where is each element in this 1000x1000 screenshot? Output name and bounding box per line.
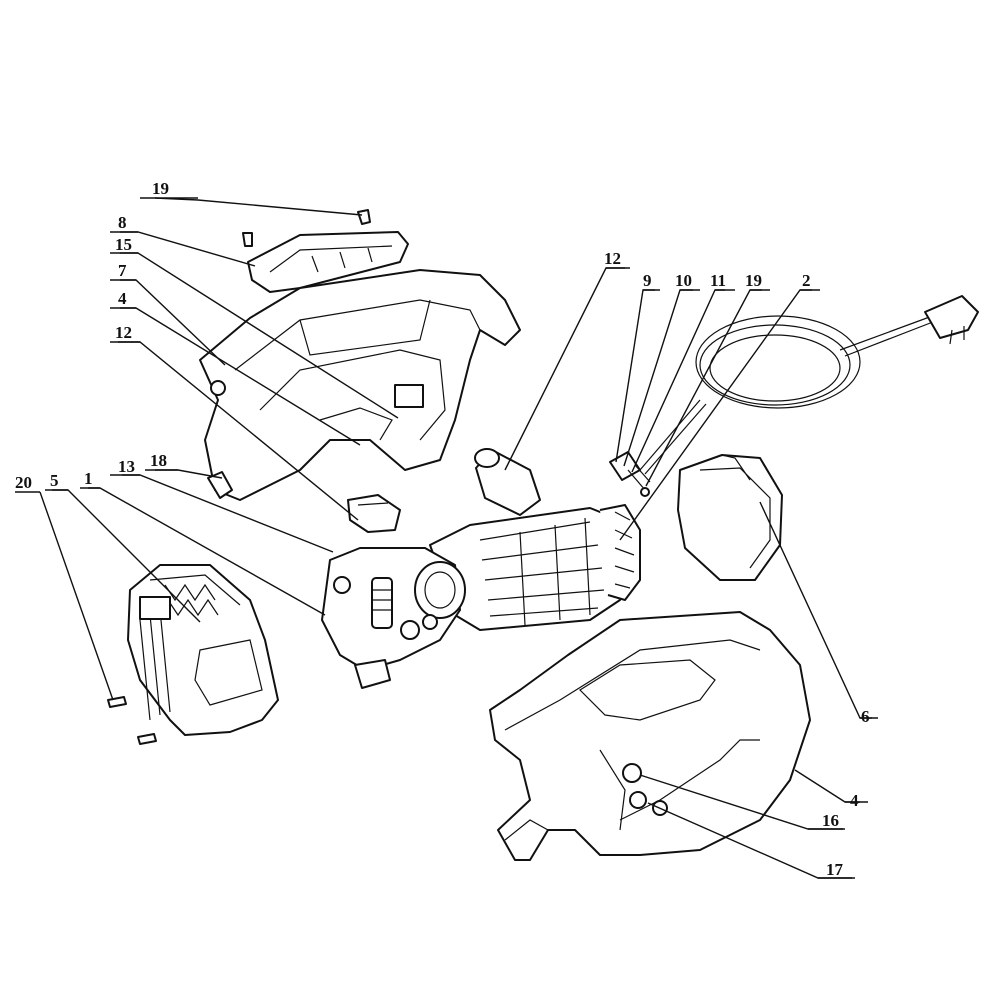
part-upper-housing	[199, 269, 521, 501]
callout-4-right: 4	[850, 791, 859, 810]
callout-15: 15	[115, 235, 132, 254]
leader-10	[623, 289, 693, 467]
leader-20	[39, 491, 114, 701]
part-handle-cover	[247, 231, 409, 293]
callout-5: 5	[50, 471, 59, 490]
callout-labels: 19 8 15 7 4 12 18 13 20 5 1 12 9 10 11 1…	[15, 179, 870, 879]
leader-19-top	[154, 197, 363, 216]
callout-19-right: 19	[745, 271, 762, 290]
callout-10: 10	[675, 271, 692, 290]
leader-9	[615, 289, 655, 463]
leader-lines	[15, 197, 878, 879]
part-screw-18	[207, 471, 233, 499]
leader-12-top	[504, 267, 625, 471]
callout-9: 9	[643, 271, 652, 290]
callout-1: 1	[84, 469, 93, 488]
callout-18: 18	[150, 451, 167, 470]
callout-17: 17	[826, 860, 844, 879]
callout-12-left: 12	[115, 323, 132, 342]
callout-8: 8	[118, 213, 127, 232]
part-screw-top	[242, 209, 371, 247]
callout-7: 7	[118, 261, 127, 280]
part-motor-pump	[321, 504, 641, 689]
part-front-cover	[127, 564, 279, 736]
callout-6: 6	[861, 707, 870, 726]
part-motor-cover	[677, 454, 783, 581]
part-switch-plate	[347, 494, 401, 533]
callout-13: 13	[118, 457, 135, 476]
callout-19-top: 19	[152, 179, 169, 198]
callout-16: 16	[822, 811, 839, 830]
callout-12-top: 12	[604, 249, 621, 268]
leader-11	[631, 289, 725, 473]
part-terminal-block	[609, 451, 651, 497]
callout-11: 11	[710, 271, 726, 290]
leader-8	[120, 231, 256, 267]
part-capacitor	[474, 448, 541, 516]
callout-20: 20	[15, 473, 32, 492]
callout-4-left: 4	[118, 289, 127, 308]
part-screw-20	[107, 696, 157, 745]
part-power-cord	[639, 295, 979, 475]
callout-2: 2	[802, 271, 811, 290]
part-lower-housing	[489, 611, 811, 861]
